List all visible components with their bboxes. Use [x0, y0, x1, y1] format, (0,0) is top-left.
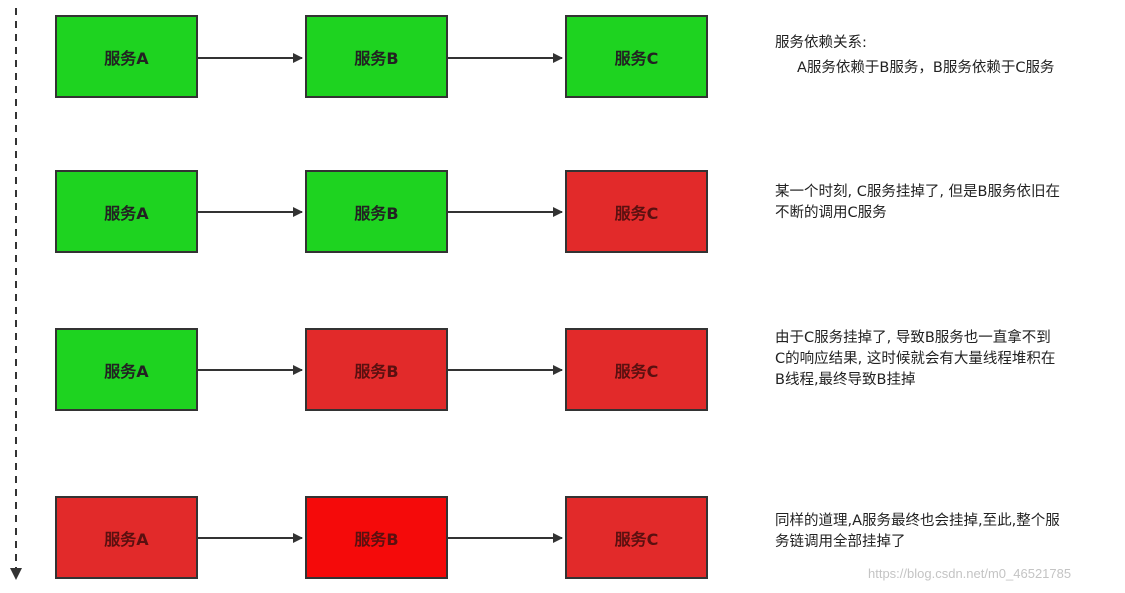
- service-b-label: 服务B: [354, 48, 399, 68]
- stage-description: 服务依赖关系: A服务依赖于B服务，B服务依赖于C服务: [775, 33, 1115, 79]
- service-a-label: 服务A: [104, 48, 149, 68]
- service-b-label: 服务B: [354, 361, 399, 381]
- service-a-box: 服务A: [55, 496, 198, 579]
- service-c-box: 服务C: [565, 170, 708, 253]
- description-line: 不断的调用C服务: [775, 205, 887, 221]
- service-b-label: 服务B: [354, 529, 399, 549]
- service-b-box: 服务B: [305, 328, 448, 411]
- description-line: 由于C服务挂掉了, 导致B服务也一直拿不到: [775, 330, 1051, 346]
- service-c-box: 服务C: [565, 328, 708, 411]
- service-a-label: 服务A: [104, 529, 149, 549]
- service-c-label: 服务C: [614, 203, 659, 223]
- description-line: 某一个时刻, C服务挂掉了, 但是B服务依旧在: [775, 184, 1061, 200]
- service-c-box: 服务C: [565, 15, 708, 98]
- service-c-box: 服务C: [565, 496, 708, 579]
- service-a-label: 服务A: [104, 203, 149, 223]
- service-c-label: 服务C: [614, 361, 659, 381]
- service-a-box: 服务A: [55, 328, 198, 411]
- service-a-label: 服务A: [104, 361, 149, 381]
- service-a-box: 服务A: [55, 15, 198, 98]
- service-b-box: 服务B: [305, 15, 448, 98]
- stage-description: 由于C服务挂掉了, 导致B服务也一直拿不到 C的响应结果, 这时候就会有大量线程…: [775, 328, 1115, 391]
- service-a-box: 服务A: [55, 170, 198, 253]
- description-line: B线程,最终导致B挂掉: [775, 372, 916, 388]
- service-c-label: 服务C: [614, 529, 659, 549]
- description-line: 务链调用全部挂掉了: [775, 534, 906, 550]
- stage-description: 同样的道理,A服务最终也会挂掉,至此,整个服 务链调用全部挂掉了: [775, 511, 1115, 553]
- watermark: https://blog.csdn.net/m0_46521785: [868, 566, 1072, 581]
- description-line: C的响应结果, 这时候就会有大量线程堆积在: [775, 351, 1056, 367]
- service-b-box: 服务B: [305, 496, 448, 579]
- description-line: 服务依赖关系:: [775, 35, 867, 51]
- stage-description: 某一个时刻, C服务挂掉了, 但是B服务依旧在 不断的调用C服务: [775, 182, 1115, 224]
- description-line: A服务依赖于B服务，B服务依赖于C服务: [797, 60, 1055, 76]
- service-b-label: 服务B: [354, 203, 399, 223]
- service-b-box: 服务B: [305, 170, 448, 253]
- timeline-arrowhead: [10, 568, 22, 580]
- service-c-label: 服务C: [614, 48, 659, 68]
- description-line: 同样的道理,A服务最终也会挂掉,至此,整个服: [775, 513, 1060, 529]
